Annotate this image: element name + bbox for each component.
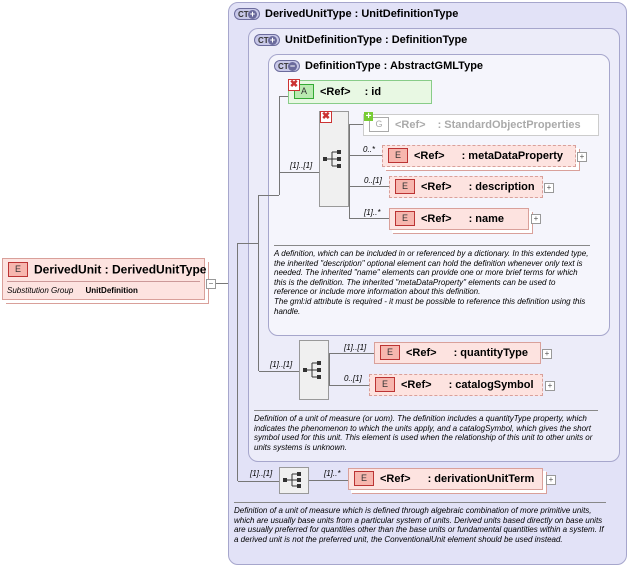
element-catalog-symbol[interactable]: E<Ref>: catalogSymbol xyxy=(369,374,543,396)
unit-definition-type-header: CT+ UnitDefinitionType : DefinitionType xyxy=(254,34,468,47)
root-element-label: DerivedUnit : DerivedUnitType xyxy=(34,262,207,277)
root-collapse-toggle[interactable]: − xyxy=(206,279,216,289)
expand-meta-data-property[interactable]: + xyxy=(577,152,587,162)
expand-derivation-unit-term[interactable]: + xyxy=(546,475,556,485)
optional-plus-icon: + xyxy=(364,111,373,122)
group-icon: G xyxy=(369,116,389,132)
unit-definition-type-documentation: Definition of a unit of measure (or uom)… xyxy=(254,410,598,460)
quantity-type-cardinality: [1]..[1] xyxy=(344,343,367,352)
element-name[interactable]: E<Ref>: name xyxy=(389,208,529,230)
complex-type-icon: CT+ xyxy=(234,8,260,21)
sequence-compositor-unit-definition[interactable] xyxy=(299,340,329,400)
element-icon: E xyxy=(388,147,408,163)
element-derivation-unit-term[interactable]: E<Ref>: derivationUnitTerm xyxy=(348,468,543,490)
complex-type-icon: CT+ xyxy=(254,34,280,47)
definition-type-title: DefinitionType : AbstractGMLType xyxy=(305,60,484,72)
definition-type-documentation: A definition, which can be included in o… xyxy=(274,245,590,331)
catalog-symbol-cardinality: 0..[1] xyxy=(344,374,362,383)
element-icon: E xyxy=(395,178,415,194)
element-quantity-type[interactable]: E<Ref>: quantityType xyxy=(374,342,541,364)
sequence-compositor-derived-unit[interactable] xyxy=(279,467,309,494)
definition-seq-cardinality: [1]..[1] xyxy=(290,161,313,170)
unit-definition-type-title: UnitDefinitionType : DefinitionType xyxy=(285,34,468,46)
root-element-box[interactable]: E DerivedUnit : DerivedUnitType Substitut… xyxy=(2,258,207,300)
derivation-unit-term-cardinality: [1]..* xyxy=(324,469,341,478)
meta-data-property-cardinality: 0..* xyxy=(363,145,376,154)
element-description[interactable]: E<Ref>: description xyxy=(389,176,543,198)
optional-marker-icon: ✖ xyxy=(288,79,300,91)
element-icon: E xyxy=(380,344,400,360)
expand-quantity-type[interactable]: + xyxy=(542,349,552,359)
element-icon: E xyxy=(354,470,374,486)
complex-type-icon: CT− xyxy=(274,60,300,73)
unit-definition-seq-cardinality: [1]..[1] xyxy=(270,360,293,369)
optional-marker-icon: ✖ xyxy=(320,111,332,123)
element-icon: E xyxy=(395,210,415,226)
derived-unit-type-documentation: Definition of a unit of measure which is… xyxy=(234,502,606,562)
derived-unit-type-title: DerivedUnitType : UnitDefinitionType xyxy=(265,8,459,20)
sequence-compositor-definition[interactable] xyxy=(319,111,349,207)
element-icon: E xyxy=(8,262,28,277)
attribute-id[interactable]: A<Ref>: id xyxy=(288,80,432,104)
element-icon: E xyxy=(375,376,395,392)
expand-catalog-symbol[interactable]: + xyxy=(545,381,555,391)
name-cardinality: [1]..* xyxy=(364,208,381,217)
substitution-group-label: Substitution Group xyxy=(7,286,74,295)
description-cardinality: 0..[1] xyxy=(364,176,382,185)
group-standard-object-properties[interactable]: G<Ref>: StandardObjectProperties xyxy=(363,114,599,136)
derived-unit-type-header: CT+ DerivedUnitType : UnitDefinitionType xyxy=(234,8,459,21)
expand-description[interactable]: + xyxy=(544,183,554,193)
substitution-group-value: UnitDefinition xyxy=(85,286,138,295)
element-meta-data-property[interactable]: E<Ref>: metaDataProperty xyxy=(382,145,576,167)
definition-type-header: CT− DefinitionType : AbstractGMLType xyxy=(274,60,484,73)
derived-seq-cardinality: [1]..[1] xyxy=(250,469,273,478)
expand-name[interactable]: + xyxy=(531,214,541,224)
